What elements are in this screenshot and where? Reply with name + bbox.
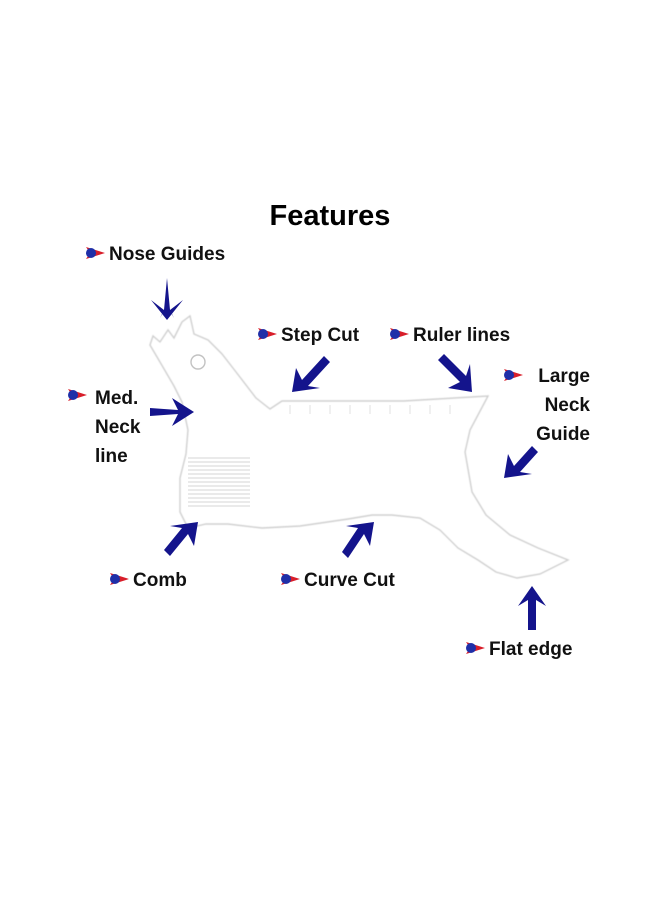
bullet-icon [466,641,485,654]
label-ruler-lines: Ruler lines [388,325,510,347]
label-text: Flat edge [489,639,573,660]
label-med-neck-line: Med. Neck line [95,384,140,471]
label-med-neck-line-bullet [66,386,91,408]
curve-cut-pointer-icon [342,522,374,558]
label-curve-cut: Curve Cut [279,570,395,592]
label-text: Step Cut [281,325,360,346]
label-line: line [95,446,128,467]
large-neck-guide-pointer-icon [504,446,538,478]
label-text: Nose Guides [109,244,226,265]
label-line: Neck [544,395,590,416]
label-comb: Comb [108,570,187,592]
label-flat-edge: Flat edge [464,639,572,661]
step-cut-pointer-icon [292,356,330,392]
label-large-neck-guide-bullet [502,366,527,388]
ruler-lines-pointer-icon [438,354,472,392]
tool-body [149,314,570,579]
label-text: Curve Cut [304,570,395,591]
label-step-cut: Step Cut [256,325,359,347]
bullet-icon [504,368,523,381]
bullet-icon [110,572,129,585]
nose-guides-pointer-icon [151,278,183,320]
flat-edge-pointer-icon [518,586,546,630]
label-large-neck-guide: Large Neck Guide [528,362,590,449]
label-line: Neck [95,417,141,438]
ruler-marks [289,405,451,414]
page-title: Features [269,200,391,232]
label-nose-guides: Nose Guides [84,244,225,266]
bullet-icon [86,246,105,259]
bullet-icon [68,388,87,401]
pointer-arrows [150,278,546,630]
comb-teeth [188,457,250,507]
bullet-icon [390,327,409,340]
label-text: Comb [133,570,187,591]
bullet-icon [281,572,300,585]
label-line: Med. [95,388,139,409]
label-line: Large [538,366,590,387]
comb-pointer-icon [164,522,198,556]
beard-tool [149,314,570,579]
bullet-icon [258,327,277,340]
label-text: Ruler lines [413,325,511,346]
label-line: Guide [536,424,590,445]
hang-hole [190,354,206,370]
med-neck-line-pointer-icon [150,398,194,426]
